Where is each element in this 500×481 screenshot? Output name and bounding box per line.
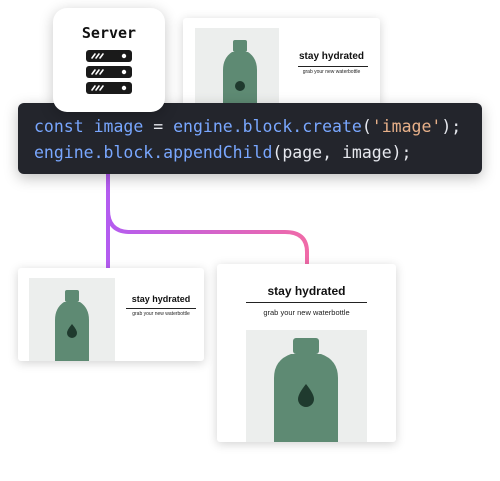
code-token: engine.block.create: [173, 117, 362, 136]
code-line-1: const image = engine.block.create('image…: [34, 117, 461, 136]
server-label: Server: [81, 24, 137, 42]
bottle-photo: [29, 278, 115, 361]
card-heading: stay hydrated: [267, 284, 346, 298]
code-token: engine.block.appendChild: [34, 143, 273, 162]
card-subheading: grab your new waterbottle: [302, 69, 361, 75]
code-block: const image = engine.block.create('image…: [18, 103, 482, 174]
code-token: const: [34, 117, 84, 136]
left-design-card: stay hydrated grab your new waterbottle: [18, 268, 204, 361]
card-subheading: grab your new waterbottle: [263, 308, 350, 317]
code-token: image: [93, 117, 144, 136]
card-heading: stay hydrated: [131, 294, 191, 304]
bottle-photo: [246, 330, 367, 442]
code-token: =: [143, 117, 174, 136]
code-line-2: engine.block.appendChild(page, image);: [34, 143, 412, 162]
right-design-card: stay hydrated grab your new waterbottle: [217, 264, 396, 442]
water-bottle-icon: [55, 290, 89, 361]
code-token: (: [361, 117, 372, 136]
heading-rule: [126, 308, 196, 309]
card-subheading: grab your new waterbottle: [132, 311, 190, 317]
water-bottle-icon: [223, 40, 257, 108]
card-heading: stay hydrated: [298, 51, 365, 62]
server-tile: Server: [53, 8, 165, 112]
server-rack-icon: [86, 50, 132, 94]
connector-code-to-right-card: [106, 209, 309, 265]
code-token: (page, image);: [272, 143, 412, 162]
code-token: 'image': [371, 117, 442, 136]
heading-rule: [298, 66, 368, 67]
top-design-card: stay hydrated grab your new waterbottle: [183, 18, 380, 108]
water-bottle-icon: [274, 338, 338, 442]
heading-rule: [246, 302, 367, 303]
code-token: [84, 117, 94, 136]
bottle-photo: [195, 28, 279, 108]
code-token: );: [441, 117, 462, 136]
